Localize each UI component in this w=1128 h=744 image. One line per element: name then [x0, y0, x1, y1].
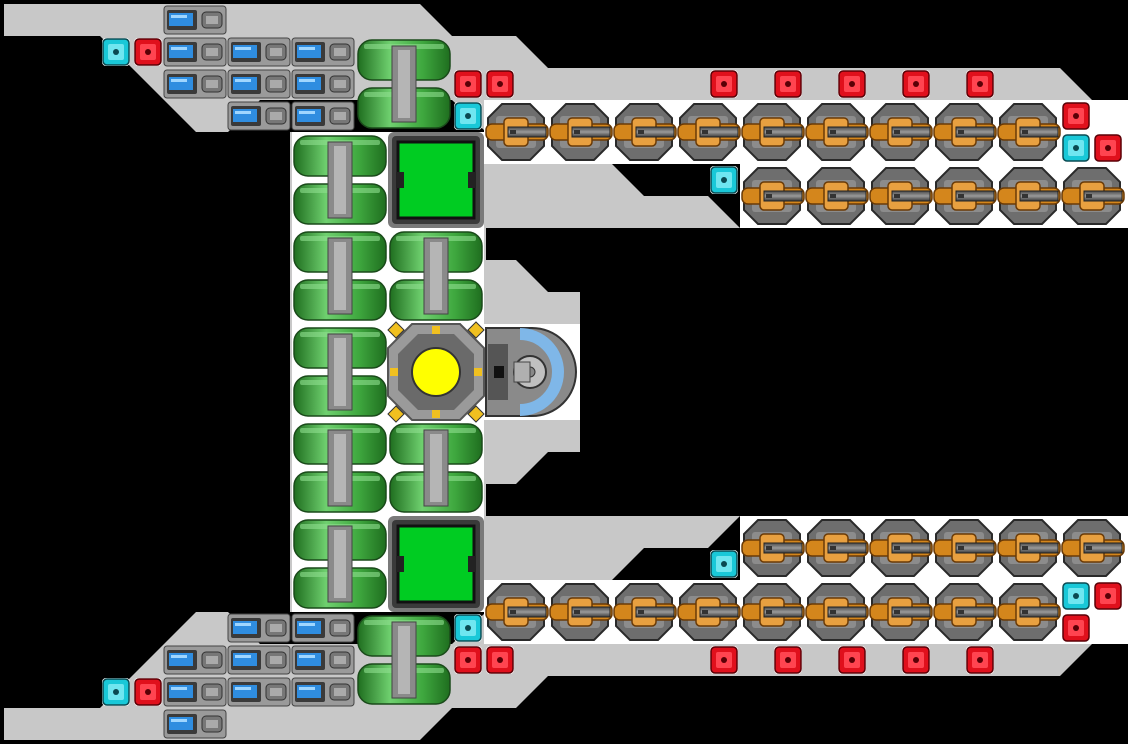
battery[interactable]: [291, 37, 355, 67]
turret[interactable]: [485, 103, 549, 161]
light-row: [102, 38, 1090, 706]
battery[interactable]: [163, 709, 227, 739]
light[interactable]: [710, 550, 738, 578]
fuel-tank[interactable]: [293, 519, 387, 609]
turret[interactable]: [677, 103, 741, 161]
turret[interactable]: [933, 103, 997, 161]
reactor-core[interactable]: [387, 321, 485, 423]
turret[interactable]: [741, 103, 805, 161]
turret[interactable]: [933, 519, 997, 577]
thruster[interactable]: [454, 70, 482, 98]
turret[interactable]: [869, 103, 933, 161]
thruster[interactable]: [486, 646, 514, 674]
battery[interactable]: [163, 645, 227, 675]
thruster[interactable]: [1062, 614, 1090, 642]
thruster[interactable]: [838, 70, 866, 98]
fuel-tank[interactable]: [293, 423, 387, 513]
turret[interactable]: [805, 103, 869, 161]
turret[interactable]: [1061, 519, 1125, 577]
cargo-bay-top[interactable]: [388, 132, 484, 228]
fuel-tank[interactable]: [293, 135, 387, 225]
light[interactable]: [710, 166, 738, 194]
battery[interactable]: [291, 101, 355, 131]
fuel-tank[interactable]: [293, 327, 387, 417]
battery[interactable]: [163, 69, 227, 99]
battery-grid: [163, 5, 355, 739]
thruster[interactable]: [774, 646, 802, 674]
thruster[interactable]: [710, 70, 738, 98]
battery[interactable]: [291, 645, 355, 675]
battery[interactable]: [227, 613, 291, 643]
turret[interactable]: [997, 519, 1061, 577]
battery[interactable]: [163, 5, 227, 35]
thruster[interactable]: [838, 646, 866, 674]
turret[interactable]: [805, 519, 869, 577]
battery[interactable]: [163, 677, 227, 707]
turret[interactable]: [613, 103, 677, 161]
thruster[interactable]: [134, 38, 162, 66]
turret[interactable]: [613, 583, 677, 641]
fuel-tank[interactable]: [293, 231, 387, 321]
light[interactable]: [1062, 134, 1090, 162]
thruster[interactable]: [1094, 582, 1122, 610]
thruster[interactable]: [902, 70, 930, 98]
turret[interactable]: [741, 583, 805, 641]
thruster[interactable]: [1062, 102, 1090, 130]
turret[interactable]: [549, 103, 613, 161]
light[interactable]: [454, 102, 482, 130]
cockpit[interactable]: [485, 327, 577, 417]
light[interactable]: [102, 38, 130, 66]
thruster[interactable]: [486, 70, 514, 98]
battery[interactable]: [291, 69, 355, 99]
battery[interactable]: [227, 645, 291, 675]
turret[interactable]: [997, 583, 1061, 641]
light[interactable]: [454, 614, 482, 642]
turret[interactable]: [677, 583, 741, 641]
battery[interactable]: [227, 677, 291, 707]
thruster[interactable]: [454, 646, 482, 674]
thruster[interactable]: [902, 646, 930, 674]
thruster[interactable]: [134, 678, 162, 706]
turret[interactable]: [933, 167, 997, 225]
battery[interactable]: [227, 69, 291, 99]
battery[interactable]: [163, 37, 227, 67]
turret[interactable]: [997, 167, 1061, 225]
cargo-bay-bottom[interactable]: [388, 516, 484, 612]
fuel-tank[interactable]: [389, 231, 483, 321]
light[interactable]: [1062, 582, 1090, 610]
turret[interactable]: [741, 167, 805, 225]
turret[interactable]: [869, 519, 933, 577]
turret[interactable]: [869, 583, 933, 641]
fuel-tank[interactable]: [357, 615, 451, 705]
turret[interactable]: [997, 103, 1061, 161]
battery[interactable]: [227, 101, 291, 131]
battery[interactable]: [227, 37, 291, 67]
turret[interactable]: [805, 167, 869, 225]
thruster[interactable]: [966, 646, 994, 674]
thruster[interactable]: [774, 70, 802, 98]
fuel-tank-grid: [293, 39, 483, 705]
turret[interactable]: [869, 167, 933, 225]
fuel-tank[interactable]: [389, 423, 483, 513]
fuel-tank[interactable]: [357, 39, 451, 129]
thruster[interactable]: [1094, 134, 1122, 162]
turret-array: [485, 103, 1125, 641]
thruster[interactable]: [966, 70, 994, 98]
turret[interactable]: [805, 583, 869, 641]
turret[interactable]: [741, 519, 805, 577]
thruster-row: [134, 38, 1122, 706]
turret[interactable]: [485, 583, 549, 641]
turret[interactable]: [1061, 167, 1125, 225]
battery[interactable]: [291, 677, 355, 707]
thruster[interactable]: [710, 646, 738, 674]
turret[interactable]: [933, 583, 997, 641]
turret[interactable]: [549, 583, 613, 641]
battery[interactable]: [291, 613, 355, 643]
light[interactable]: [102, 678, 130, 706]
